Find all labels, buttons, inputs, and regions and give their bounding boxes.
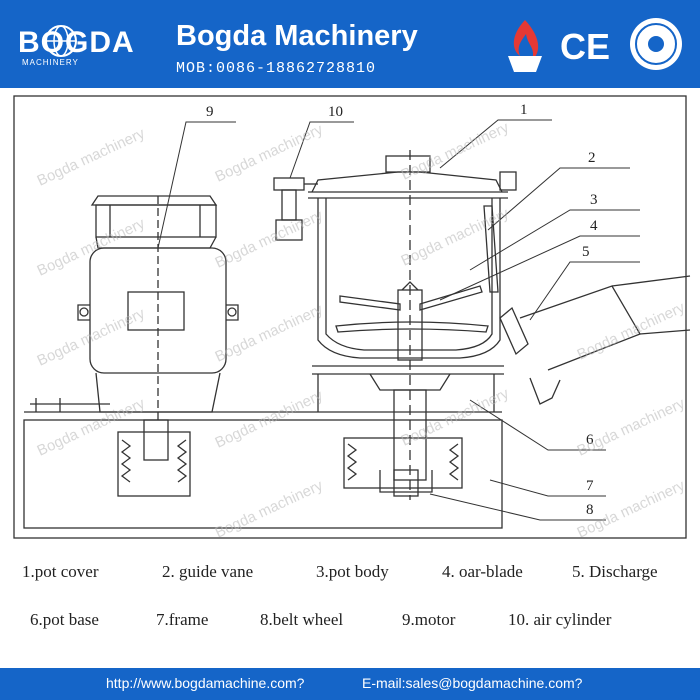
pot-cover	[308, 155, 517, 199]
motor	[77, 195, 239, 420]
email-link[interactable]: E-mail:sales@bogdamachine.com?	[362, 675, 583, 691]
legend-item: 2. guide vane	[162, 562, 254, 581]
flame-logo-icon	[508, 20, 542, 72]
part-label-1: 1	[520, 102, 528, 118]
diagram-border	[13, 95, 687, 539]
part-label-3: 3	[590, 192, 598, 208]
brand-name: Bogda Machinery	[176, 20, 418, 52]
legend-item: 4. oar-blade	[442, 562, 523, 581]
footer-bar: http://www.bogdamachine.com? E-mail:sale…	[0, 668, 700, 700]
legend-item: 3.pot body	[316, 562, 389, 581]
guide-vane	[483, 205, 499, 293]
part-label-9: 9	[206, 104, 214, 120]
mixer-diagram: 9 10 1 2 3 4 5 6 7 8 Bogda machinery Bog…	[13, 95, 691, 542]
part-label-4: 4	[590, 218, 598, 234]
discharge	[499, 275, 691, 405]
part-number-labels: 9 10 1 2 3 4 5 6 7 8	[206, 102, 598, 518]
part-label-5: 5	[582, 244, 590, 260]
watermark: Bogda machinery	[35, 305, 148, 370]
part-label-2: 2	[588, 150, 596, 166]
watermark: Bogda machinery	[575, 395, 688, 460]
watermark: Bogda machinery	[35, 215, 148, 280]
watermark: Bogda machinery	[399, 119, 512, 184]
part-label-10: 10	[328, 104, 343, 120]
part-label-6: 6	[586, 432, 594, 448]
watermark: Bogda machinery	[35, 125, 148, 190]
watermark: Bogda machinery	[399, 385, 512, 450]
ce-mark: CE	[560, 26, 611, 67]
air-cylinder	[273, 177, 318, 241]
watermark: Bogda machinery	[399, 205, 512, 270]
pot-base	[312, 365, 504, 481]
watermark: Bogda machinery	[213, 121, 326, 186]
logo-subtitle: MACHINERY	[22, 58, 79, 67]
legend-item: 6.pot base	[30, 610, 99, 629]
certification-seal-icon	[630, 18, 682, 70]
leader-lines	[157, 119, 640, 521]
pot-body	[317, 150, 501, 500]
globe-icon	[45, 25, 77, 57]
mobile-number: MOB:0086-18862728810	[176, 60, 377, 77]
legend-item: 8.belt wheel	[260, 610, 344, 629]
watermark: Bogda machinery	[213, 207, 326, 272]
header-bar: BOGDA MACHINERY Bogda Machinery MOB:0086…	[0, 0, 700, 88]
logo-text: BOGDA	[18, 26, 135, 59]
oar-blade	[335, 281, 489, 361]
website-link[interactable]: http://www.bogdamachine.com?	[106, 675, 305, 691]
legend-item: 9.motor	[402, 610, 456, 629]
watermark: Bogda machinery	[213, 301, 326, 366]
legend-row-2: 6.pot base 7.frame 8.belt wheel 9.motor …	[0, 610, 700, 640]
part-label-7: 7	[586, 478, 594, 494]
part-label-8: 8	[586, 502, 594, 518]
watermark: Bogda machinery	[213, 387, 326, 452]
frame	[23, 398, 503, 529]
legend-item: 1.pot cover	[22, 562, 99, 581]
legend-item: 7.frame	[156, 610, 209, 629]
legend-item: 10. air cylinder	[508, 610, 612, 629]
watermark: Bogda machinery	[213, 477, 326, 542]
legend-row-1: 1.pot cover 2. guide vane 3.pot body 4. …	[0, 562, 700, 592]
legend-item: 5. Discharge	[572, 562, 658, 581]
